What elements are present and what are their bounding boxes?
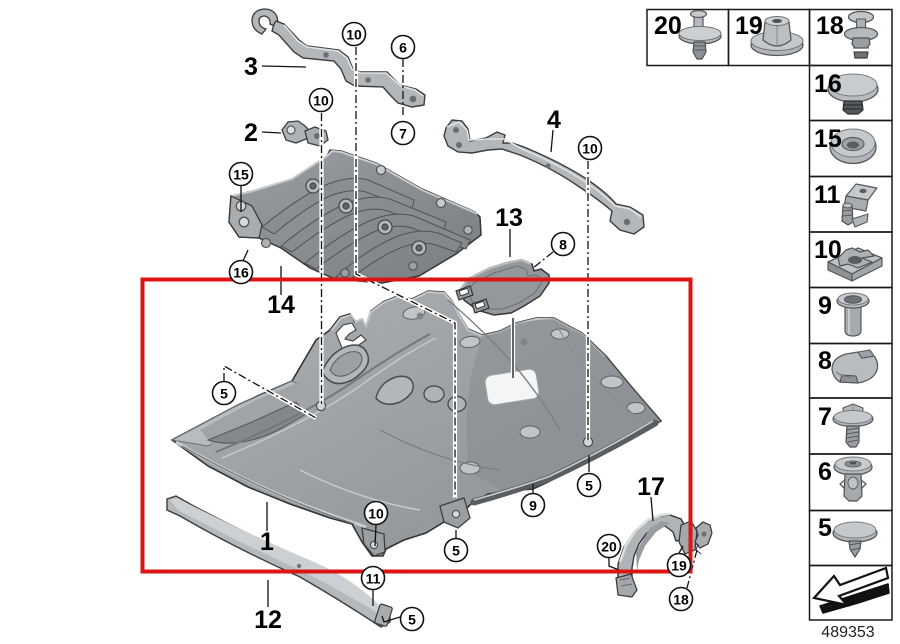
- svg-text:4: 4: [547, 106, 561, 134]
- svg-text:9: 9: [529, 498, 537, 514]
- svg-text:8: 8: [559, 237, 567, 253]
- svg-text:5: 5: [452, 543, 460, 559]
- svg-text:5: 5: [585, 478, 593, 494]
- svg-text:11: 11: [814, 181, 841, 209]
- svg-text:18: 18: [673, 592, 689, 608]
- svg-text:7: 7: [399, 126, 407, 142]
- svg-text:15: 15: [233, 167, 249, 183]
- svg-text:10: 10: [814, 236, 842, 264]
- svg-text:20: 20: [654, 12, 682, 40]
- svg-text:8: 8: [818, 347, 832, 375]
- svg-text:6: 6: [399, 40, 407, 56]
- svg-text:5: 5: [408, 612, 416, 628]
- svg-text:14: 14: [267, 291, 295, 319]
- svg-text:19: 19: [671, 558, 687, 574]
- svg-text:17: 17: [637, 473, 665, 501]
- svg-text:15: 15: [814, 125, 842, 153]
- svg-text:489353: 489353: [821, 624, 874, 641]
- svg-text:12: 12: [254, 606, 282, 634]
- svg-text:1: 1: [260, 528, 274, 556]
- svg-text:9: 9: [818, 292, 832, 320]
- svg-text:11: 11: [366, 571, 381, 587]
- svg-text:20: 20: [601, 539, 617, 555]
- svg-text:10: 10: [313, 93, 329, 109]
- svg-text:16: 16: [814, 70, 842, 98]
- svg-text:13: 13: [495, 204, 523, 232]
- svg-text:18: 18: [816, 12, 844, 40]
- svg-text:6: 6: [818, 458, 832, 486]
- svg-text:5: 5: [818, 514, 832, 542]
- svg-text:3: 3: [244, 53, 258, 81]
- svg-text:19: 19: [735, 12, 763, 40]
- svg-text:2: 2: [244, 119, 258, 147]
- svg-text:10: 10: [582, 141, 598, 157]
- svg-text:10: 10: [368, 506, 384, 522]
- svg-text:5: 5: [220, 386, 228, 402]
- svg-text:10: 10: [346, 27, 362, 43]
- svg-text:7: 7: [818, 403, 832, 431]
- svg-text:16: 16: [233, 265, 249, 281]
